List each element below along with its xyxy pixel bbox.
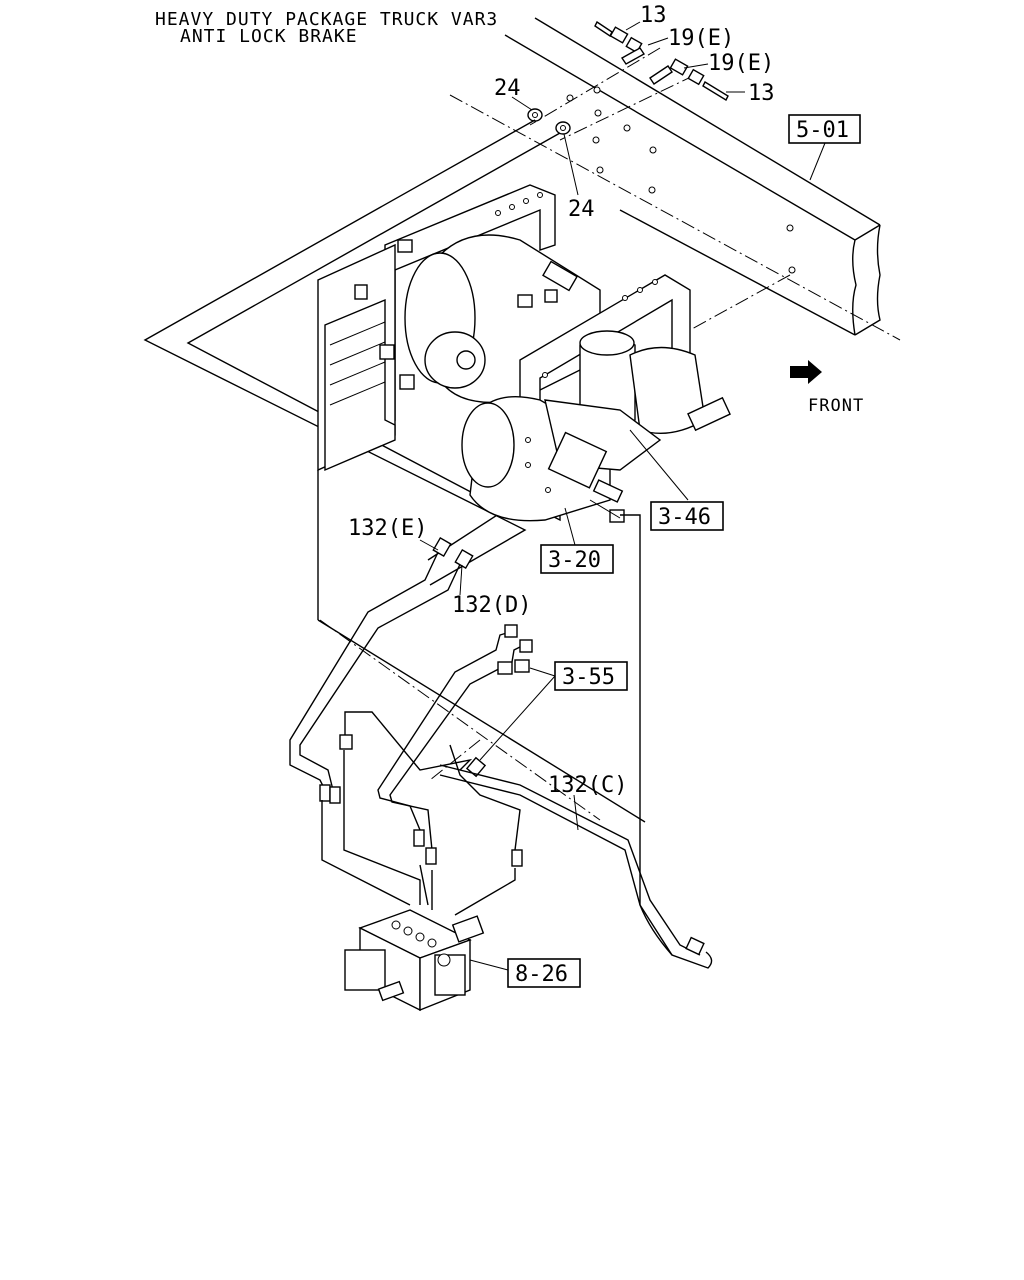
front-label: FRONT xyxy=(808,396,864,416)
frame-rail xyxy=(504,17,881,336)
ref-3-20-label: 3-20 xyxy=(548,548,601,573)
ref-box-8-26[interactable]: 8-26 xyxy=(507,958,581,988)
nuts xyxy=(527,108,571,135)
diagram-title-line1: HEAVY DUTY PACKAGE TRUCK VAR3 xyxy=(155,9,498,30)
vent-line xyxy=(620,514,641,905)
ref-box-3-46[interactable]: 3-46 xyxy=(650,501,724,531)
ref-3-46-label: 3-46 xyxy=(658,505,711,530)
front-arrow-icon xyxy=(790,360,822,384)
air-tank-assembly xyxy=(317,184,731,523)
callout-13-bottom: 13 xyxy=(748,81,775,106)
diagram-title-line2: ANTI LOCK BRAKE xyxy=(180,26,358,47)
callout-19e-top: 19(E) xyxy=(668,26,734,51)
ref-box-3-55[interactable]: 3-55 xyxy=(554,661,628,691)
callout-24-bottom: 24 xyxy=(568,197,595,222)
callout-132c: 132(C) xyxy=(548,773,627,798)
ref-3-55-label: 3-55 xyxy=(562,665,615,690)
brake-lines xyxy=(289,536,713,969)
callout-24-top: 24 xyxy=(494,76,521,101)
callout-132e: 132(E) xyxy=(348,516,427,541)
ref-box-5-01[interactable]: 5-01 xyxy=(788,114,861,144)
ref-5-01-label: 5-01 xyxy=(796,118,849,143)
sensor-fittings xyxy=(594,20,729,101)
callout-132d: 132(D) xyxy=(452,593,531,618)
callout-19e-bottom: 19(E) xyxy=(708,51,774,76)
ref-8-26-label: 8-26 xyxy=(515,962,568,987)
abs-modulator xyxy=(344,909,485,1012)
ref-box-3-20[interactable]: 3-20 xyxy=(540,544,614,574)
callout-13-top: 13 xyxy=(640,3,667,28)
callout-leaders xyxy=(419,21,826,971)
